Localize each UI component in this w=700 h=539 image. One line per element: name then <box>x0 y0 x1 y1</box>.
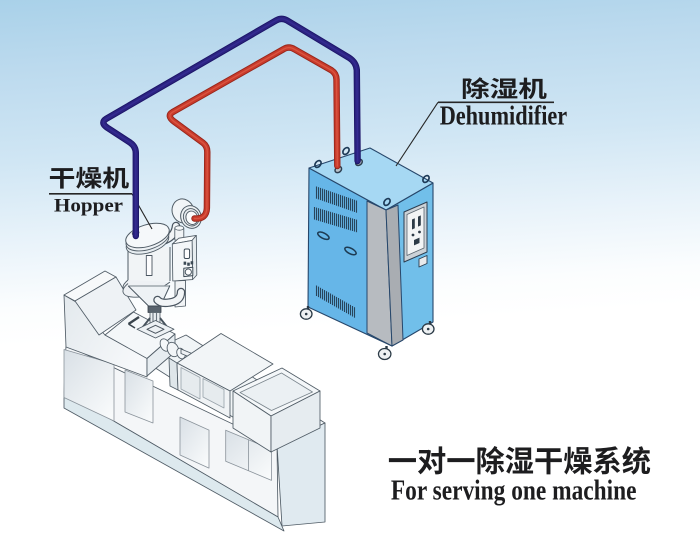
svg-text:Hopper: Hopper <box>54 197 123 217</box>
svg-text:For serving one machine: For serving one machine <box>391 476 637 507</box>
svg-text:Dehumidifier: Dehumidifier <box>440 101 568 131</box>
